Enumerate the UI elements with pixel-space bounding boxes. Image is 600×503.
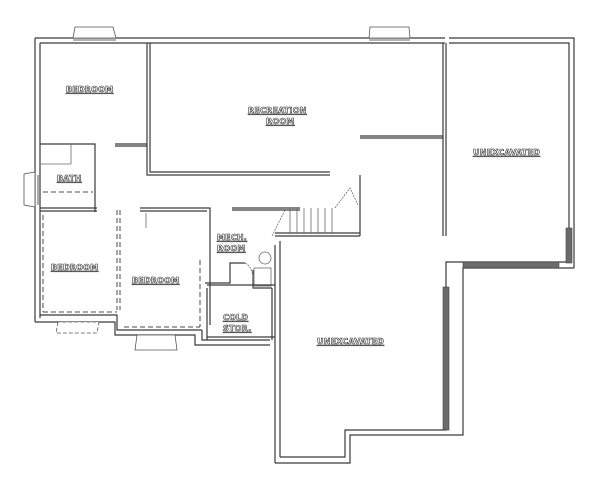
- label-cold-storage-1: COLD: [223, 313, 248, 322]
- label-mech-room-1: MECH.: [217, 233, 247, 242]
- label-cold-storage-2: STOR.: [223, 324, 251, 333]
- room-labels: BEDROOM RECREATION ROOM UNEXCAVATED BATH…: [51, 85, 541, 347]
- foundation-hatch: [442, 286, 450, 431]
- staircase: [271, 175, 361, 237]
- outer-walls: [34, 37, 575, 464]
- label-bedroom-3: BEDROOM: [132, 276, 179, 285]
- label-bedroom-2: BEDROOM: [51, 263, 98, 272]
- foundation-hatch: [565, 227, 573, 264]
- label-recreation-room-2: ROOM: [266, 117, 295, 126]
- foundation-hatch: [462, 261, 560, 269]
- label-unexcavated-1: UNEXCAVATED: [473, 148, 540, 157]
- label-recreation-room-1: RECREATION: [248, 106, 307, 115]
- label-unexcavated-2: UNEXCAVATED: [317, 337, 384, 346]
- label-bath: BATH: [57, 174, 82, 183]
- interior-walls: [40, 43, 447, 340]
- windows: [23, 26, 411, 351]
- label-mech-room-2: ROOM: [217, 244, 246, 253]
- label-bedroom-1: BEDROOM: [66, 85, 113, 94]
